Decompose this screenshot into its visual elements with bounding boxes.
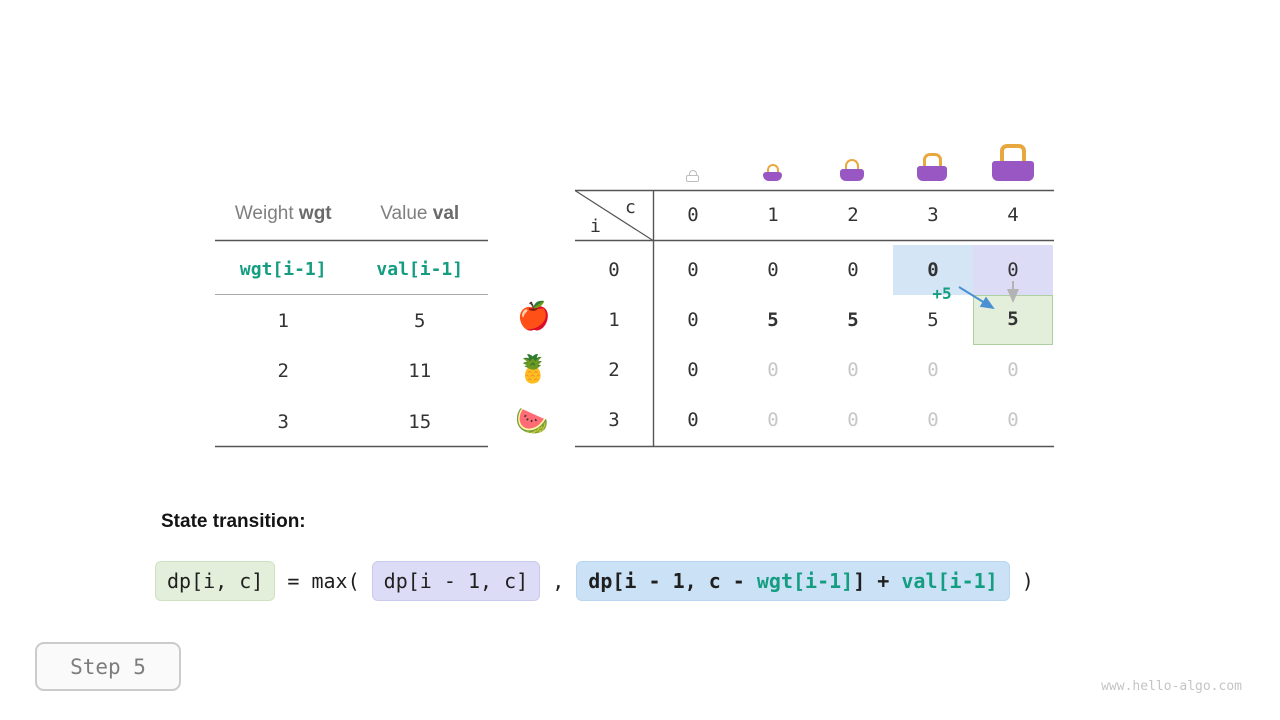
- item-row-2: 2 11: [215, 354, 488, 388]
- bag-body: [917, 166, 947, 181]
- bag-handle: [1000, 144, 1026, 161]
- dp-cell-2-1: 0: [767, 359, 779, 381]
- row-header-3: 3: [608, 409, 620, 431]
- annotation-plus-5: +5: [932, 284, 952, 303]
- weight-column-header: Weight wgt: [215, 197, 352, 231]
- formula-option1-box: dp[i - 1, c]: [371, 561, 541, 601]
- dp-cell-1-2: 5: [847, 309, 859, 331]
- dp-cell-0-1: 0: [767, 259, 779, 281]
- col-header-0: 0: [687, 204, 699, 226]
- col-header-2: 2: [847, 204, 859, 226]
- bag-body: [992, 161, 1034, 181]
- dp-cell-3-0: 0: [687, 409, 699, 431]
- option2-part-dp: dp[i - 1, c -: [588, 569, 757, 593]
- corner-row-var: i: [590, 216, 601, 237]
- bag-sm-icon: [840, 159, 864, 181]
- value-header-plain: Value: [380, 203, 433, 224]
- value-header-code: val: [432, 203, 460, 224]
- formula-equals-max: = max(: [275, 569, 372, 593]
- dp-column-headers: 0 1 2 3 4: [653, 191, 1053, 240]
- bag-handle: [845, 159, 859, 169]
- dp-cell-0-0: 0: [687, 259, 699, 281]
- dp-cell-3-1: 0: [767, 409, 779, 431]
- dp-cell-1-3: 5: [927, 309, 939, 331]
- weight-formula: wgt[i-1]: [239, 259, 327, 280]
- formula-comma: ,: [540, 569, 577, 593]
- dp-cell-3-4: 0: [1007, 409, 1019, 431]
- bag-xs-icon: [763, 164, 782, 181]
- bag-lg-icon: [992, 144, 1034, 181]
- option2-part-val: val[i-1]: [901, 569, 998, 593]
- dp-cell-2-4: 0: [1007, 359, 1019, 381]
- formula-close-paren: ): [1009, 569, 1034, 593]
- bag-md-icon: [917, 153, 947, 181]
- item-2-weight: 2: [277, 360, 289, 382]
- item-2-value: 11: [408, 360, 432, 382]
- item-3-value: 15: [408, 411, 432, 433]
- formula-option2-box: dp[i - 1, c - wgt[i-1]] + val[i-1]: [576, 561, 1010, 601]
- apple-icon: 🍎: [517, 301, 551, 331]
- corner-col-var: c: [625, 197, 636, 218]
- option2-part-wgt: wgt[i-1]: [756, 569, 854, 593]
- step-button[interactable]: Step 5: [35, 642, 181, 691]
- dp-cell-grid: 0 0 0 0 0 0 5 5 5 5 0 0 0 0 0 0 0 0 0 0: [653, 245, 1053, 445]
- weight-header-code: wgt: [298, 203, 332, 224]
- value-column-header: Value val: [352, 197, 489, 231]
- items-table-header-row: Weight wgt Value val: [215, 197, 488, 231]
- bag-handle: [922, 153, 942, 166]
- item-1-weight: 1: [277, 310, 289, 332]
- items-table-formula-row: wgt[i-1] val[i-1]: [215, 253, 488, 287]
- state-transition-formula: dp[i, c] = max( dp[i - 1, c] , dp[i - 1,…: [155, 558, 1034, 604]
- empty-bag-icon: [686, 170, 699, 182]
- dp-cell-0-2: 0: [847, 259, 859, 281]
- dp-cell-2-2: 0: [847, 359, 859, 381]
- bag-body: [763, 172, 782, 181]
- value-formula: val[i-1]: [376, 259, 464, 280]
- state-transition-label: State transition:: [161, 511, 306, 532]
- col-header-4: 4: [1007, 204, 1019, 226]
- bag-body: [686, 175, 699, 182]
- col-header-3: 3: [927, 204, 939, 226]
- pineapple-icon: 🍍: [516, 354, 550, 384]
- bag-body: [840, 169, 864, 181]
- row-header-1: 1: [608, 309, 620, 331]
- bag-handle: [688, 170, 697, 175]
- col-header-1: 1: [767, 204, 779, 226]
- dp-cell-2-0: 0: [687, 359, 699, 381]
- dp-row-headers: 0 1 2 3: [575, 245, 653, 445]
- dp-cell-1-0: 0: [687, 309, 699, 331]
- dp-cell-2-3: 0: [927, 359, 939, 381]
- bag-handle: [766, 164, 779, 172]
- item-row-3: 3 15: [215, 405, 488, 439]
- items-table: Weight wgt Value val wgt[i-1] val[i-1] 1…: [215, 197, 488, 447]
- item-1-value: 5: [414, 310, 426, 332]
- dp-cell-3-2: 0: [847, 409, 859, 431]
- dp-cell-3-3: 0: [927, 409, 939, 431]
- dp-cell-1-1: 5: [767, 309, 779, 331]
- watermelon-icon: 🍉: [515, 406, 549, 436]
- row-header-0: 0: [608, 259, 620, 281]
- formula-lhs-box: dp[i, c]: [155, 561, 276, 601]
- dp-cell-1-4: 5: [973, 295, 1053, 345]
- weight-header-plain: Weight: [234, 203, 299, 224]
- row-header-2: 2: [608, 359, 620, 381]
- item-row-1: 1 5: [215, 304, 488, 338]
- dp-table-corner-diagonal: [574, 189, 654, 242]
- item-3-weight: 3: [277, 411, 289, 433]
- option2-part-plus: ] +: [853, 569, 902, 593]
- watermark: www.hello-algo.com: [1101, 679, 1242, 694]
- dp-cell-0-4: 0: [973, 245, 1053, 295]
